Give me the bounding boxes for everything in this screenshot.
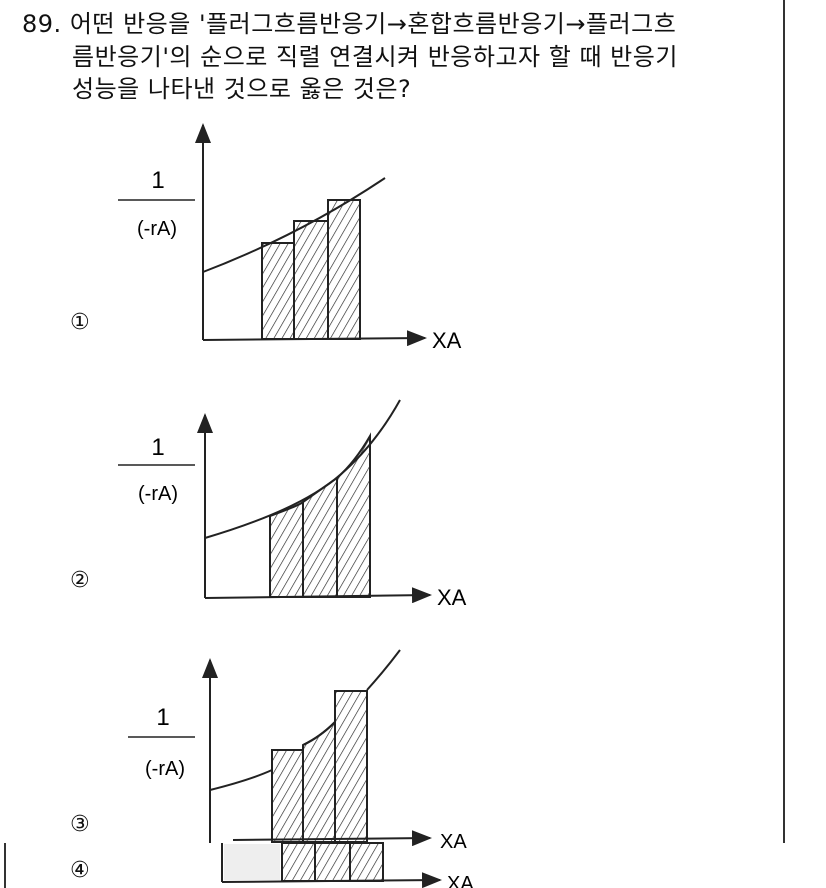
diagram-option-1 — [118, 123, 427, 347]
question-line-1-text: 어떤 반응을 '플러그흐름반응기→혼합흐름반응기→플러그흐 — [69, 10, 677, 38]
option-4-marker[interactable]: ④ — [70, 858, 90, 883]
diagram-option-4 — [221, 842, 442, 888]
diagram-option-3 — [128, 649, 432, 847]
x-label: XA — [432, 328, 462, 353]
option-3-marker[interactable]: ③ — [70, 812, 90, 837]
question-line-2: 름반응기'의 순으로 직렬 연결시켜 반응하고자 할 때 반응기 — [72, 42, 678, 71]
option-2-marker[interactable]: ② — [70, 568, 90, 593]
y-label-numerator: 1 — [151, 434, 164, 461]
bar-pfr-2 — [334, 690, 368, 843]
shaded-region — [224, 844, 280, 880]
x-label: XA — [440, 831, 467, 853]
question-text: 89. 어떤 반응을 '플러그흐름반응기→혼합흐름반응기→플러그흐 름반응기'의… — [22, 8, 782, 106]
question-line-3: 성능을 나타낸 것으로 옳은 것은? — [72, 75, 412, 103]
y-label-denominator: (-rA) — [145, 758, 185, 780]
question-line-1: 89. 어떤 반응을 '플러그흐름반응기→혼합흐름반응기→플러그흐 — [22, 8, 782, 41]
x-label: XA — [447, 873, 474, 888]
x-label: XA — [437, 585, 467, 610]
y-label-numerator: 1 — [156, 704, 169, 731]
y-label-denominator: (-rA) — [138, 483, 178, 505]
option-1-marker[interactable]: ① — [70, 310, 90, 335]
bar-mfr — [293, 220, 329, 340]
curve — [209, 649, 401, 791]
bar-mfr — [314, 842, 351, 882]
bar-pfr-2 — [349, 842, 384, 882]
y-label-denominator: (-rA) — [137, 218, 177, 240]
diagram-option-2 — [118, 399, 432, 604]
page-divider-right — [783, 0, 785, 843]
bar-pfr-1 — [281, 842, 316, 882]
bar-pfr-1 — [261, 242, 295, 340]
y-label-numerator: 1 — [151, 167, 164, 194]
bar-pfr-2 — [327, 199, 361, 340]
curve — [204, 399, 401, 539]
page-divider-left — [4, 843, 6, 888]
bar-mfr — [302, 719, 336, 843]
question-number: 89. — [22, 10, 62, 38]
bar-pfr-1 — [271, 749, 304, 843]
